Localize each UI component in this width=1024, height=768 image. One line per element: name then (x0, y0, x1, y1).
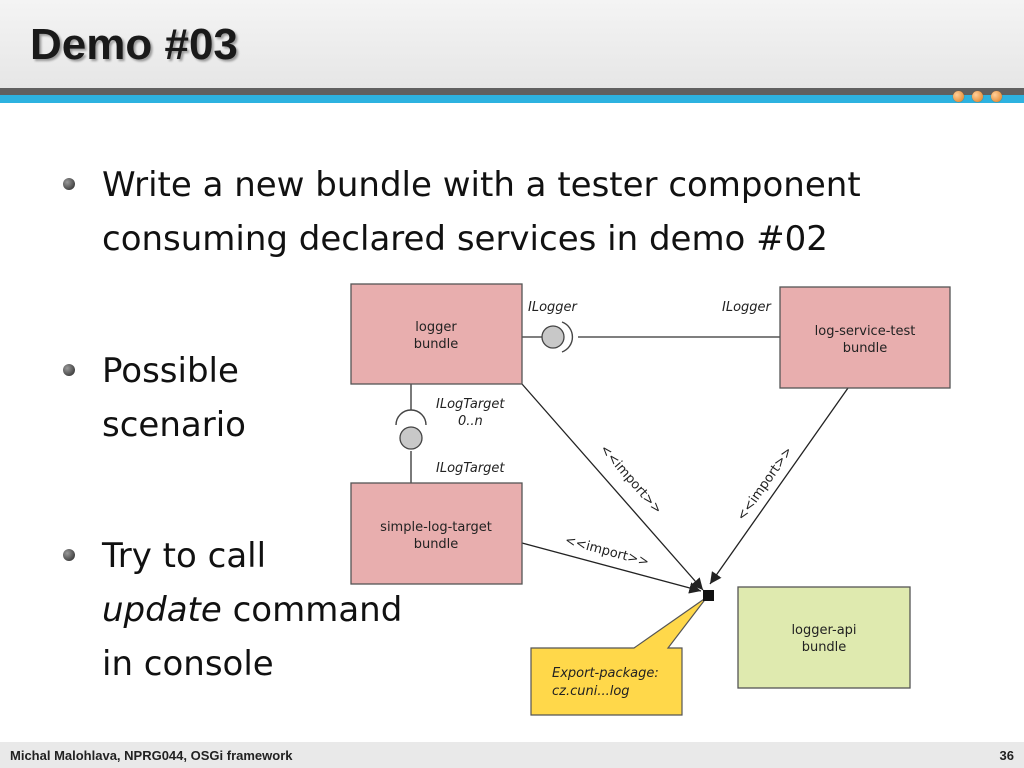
logger-api-line-1: logger-api (791, 623, 856, 638)
simple-log-target-line-1: simple-log-target (380, 520, 492, 535)
bullet-3-line-2: update command (102, 583, 402, 637)
logger-bundle-line-1: logger (415, 320, 457, 335)
logger-bundle-line-2: bundle (414, 337, 459, 352)
ilogger-right-label: ILogger (722, 300, 773, 315)
logger-api-bundle-box (737, 586, 911, 689)
ilogtarget-required-socket-icon (395, 409, 427, 426)
bullet-1-line-2: consuming declared services in demo #02 (102, 219, 828, 259)
bullet-3-text-try: Try to call (102, 536, 267, 576)
log-service-test-bundle-box (779, 286, 951, 389)
target-import-label: <<import>> (563, 533, 650, 570)
orange-dot-icon (972, 91, 983, 102)
ilogger-provided-ball-icon (541, 325, 565, 349)
bullet-3-text-update: update (102, 590, 222, 630)
simple-log-target-line-2: bundle (414, 537, 459, 552)
bullet-2-line-2: scenario (102, 405, 246, 445)
ilogger-required-socket-icon (561, 321, 574, 353)
test-import-arrow (709, 387, 849, 585)
logger-bundle-box (350, 283, 523, 385)
orange-dot-icon (991, 91, 1002, 102)
package-port-icon (703, 590, 714, 601)
logger-api-line-2: bundle (802, 640, 847, 655)
slide-header: Demo #03 (0, 0, 1024, 88)
bullet-icon (63, 178, 75, 190)
page-number: 36 (999, 748, 1014, 763)
bullet-3-line-1: Try to call (102, 529, 266, 583)
ilogtarget-provided-ball-icon (399, 426, 423, 450)
bullet-icon (63, 549, 75, 561)
footer-author: Michal Malohlava, NPRG044, OSGi framewor… (10, 748, 293, 763)
log-service-test-line-2: bundle (843, 341, 888, 356)
bullet-3-text-command: command (221, 590, 403, 630)
bullet-3-line-3: in console (102, 637, 274, 691)
ilogger-left-label: ILogger (528, 300, 579, 315)
target-import-arrow (521, 542, 702, 594)
log-service-test-line-1: log-service-test (815, 324, 916, 339)
ilogtarget-bottom-label: ILogTarget (436, 461, 505, 476)
simple-log-target-bundle-box (350, 482, 523, 585)
orange-dot-icon (953, 91, 964, 102)
header-divider-blue (0, 95, 1024, 103)
ilogtarget-top-label: ILogTarget (436, 397, 505, 412)
bullet-icon (63, 364, 75, 376)
bullet-3-text-console: in console (102, 644, 274, 684)
multiplicity-label: 0..n (458, 414, 483, 429)
test-import-label: <<import>> (734, 444, 796, 523)
callout-line-2: cz.cuni...log (552, 684, 630, 699)
header-divider-dark (0, 88, 1024, 95)
callout-line-1: Export-package: (552, 666, 659, 681)
bullet-2-line-1: Possible (102, 351, 239, 391)
slide-footer: Michal Malohlava, NPRG044, OSGi framewor… (0, 742, 1024, 768)
bullet-1-line-1: Write a new bundle with a tester compone… (102, 165, 861, 205)
logger-import-arrow (521, 383, 704, 591)
slide-title: Demo #03 (30, 20, 238, 69)
export-package-callout (530, 596, 708, 716)
